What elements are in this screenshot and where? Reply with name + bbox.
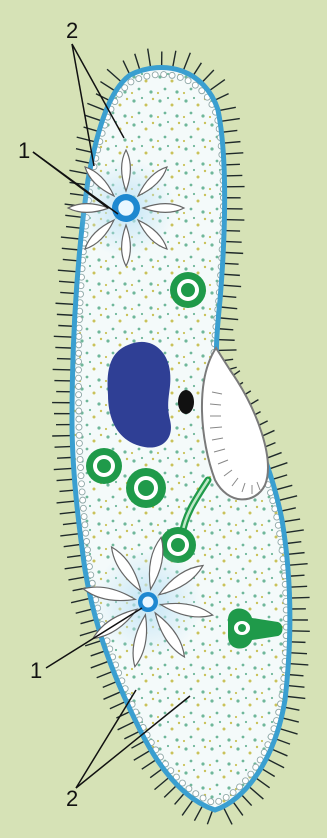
alveolus [152,72,158,78]
alveolus [161,72,167,78]
alveolus [83,530,89,536]
alveolus [76,317,82,323]
alveolus [76,325,82,331]
alveolus [230,790,236,796]
alveolus [81,514,87,520]
contractile-vacuole-top [68,150,184,266]
alveolus [76,408,82,414]
cilium [217,340,235,341]
alveolus [75,367,81,373]
alveolus [78,473,84,479]
alveolus [185,78,191,84]
alveolus [237,784,243,790]
cilium [54,336,74,337]
alveolus [79,481,85,487]
alveolus [169,72,175,78]
alveolus [76,416,82,422]
alveolus [128,79,134,85]
cilium [55,446,73,447]
alveolus [192,82,198,88]
alveolus [84,538,90,544]
label-2-top: 2 [66,18,78,43]
alveolus [223,794,229,800]
label-1-bottom: 1 [30,658,42,683]
alveolus [79,489,85,495]
cilium [53,369,73,370]
alveolus [242,778,248,784]
alveolus [76,400,82,406]
alveolus [78,465,84,471]
alveolus [77,456,83,462]
alveolus [76,392,82,398]
alveolus [144,73,150,79]
alveolus [136,76,142,82]
cilium [289,586,307,587]
alveolus [80,497,86,503]
alveolus [80,505,86,511]
alveolus [75,375,81,381]
alveolus [76,359,82,365]
alveolus [76,350,82,356]
alveolus [193,791,199,797]
alveolus [216,798,222,804]
cilium [57,457,73,458]
alveolus [76,440,82,446]
vacuole-core [118,200,133,215]
micronucleus [178,390,194,414]
food-vacuole [170,272,206,308]
alveolus [200,795,206,801]
alveolus [208,799,214,805]
alveolus [76,424,82,430]
food-vacuole [86,448,122,484]
cilium [224,241,242,242]
alveolus [85,555,91,561]
cilium [289,653,307,654]
food-vacuole [126,468,166,508]
label-2-bottom: 2 [66,786,78,811]
alveolus [76,383,82,389]
alveolus [76,432,82,438]
alveolus [77,448,83,454]
alveolus [84,547,90,553]
cilium [55,347,73,348]
alveolus [76,342,82,348]
alveolus [86,564,92,570]
label-1-top: 1 [18,138,30,163]
alveolus [76,333,82,339]
alveolus [177,74,183,80]
cilium [290,597,310,598]
alveolus [82,522,88,528]
vacuole-core [143,597,154,608]
